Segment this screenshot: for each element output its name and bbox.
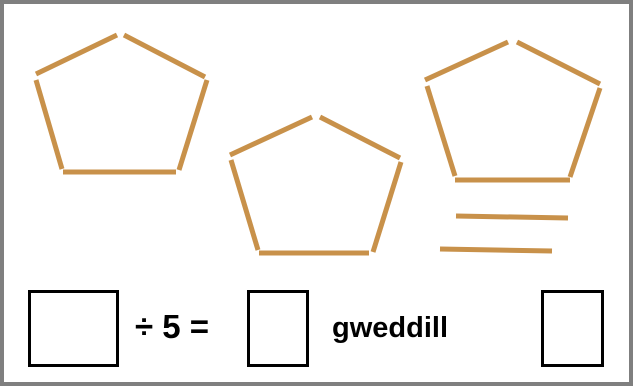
- stick: [567, 87, 603, 178]
- remainder-label: gweddill: [332, 312, 448, 344]
- pentagon-2: [228, 114, 404, 256]
- stick: [424, 85, 458, 177]
- leftover-stick: [439, 246, 553, 254]
- leftover-stick: [455, 213, 569, 221]
- dividend-answer-box[interactable]: [28, 290, 119, 367]
- stick: [228, 159, 261, 251]
- stick: [33, 79, 65, 170]
- stick: [423, 39, 510, 83]
- stick: [34, 32, 119, 77]
- stick: [370, 161, 404, 253]
- stick: [122, 32, 207, 80]
- stick: [515, 39, 602, 87]
- leftover-sticks: [439, 213, 569, 254]
- quotient-answer-box[interactable]: [247, 290, 309, 367]
- stick: [228, 114, 314, 158]
- stick: [318, 114, 402, 161]
- remainder-answer-box[interactable]: [541, 290, 604, 367]
- pentagon-3: [423, 39, 603, 183]
- pentagon-1: [33, 32, 210, 175]
- stick: [176, 79, 210, 171]
- division-operator-text: ÷ 5 =: [135, 308, 210, 345]
